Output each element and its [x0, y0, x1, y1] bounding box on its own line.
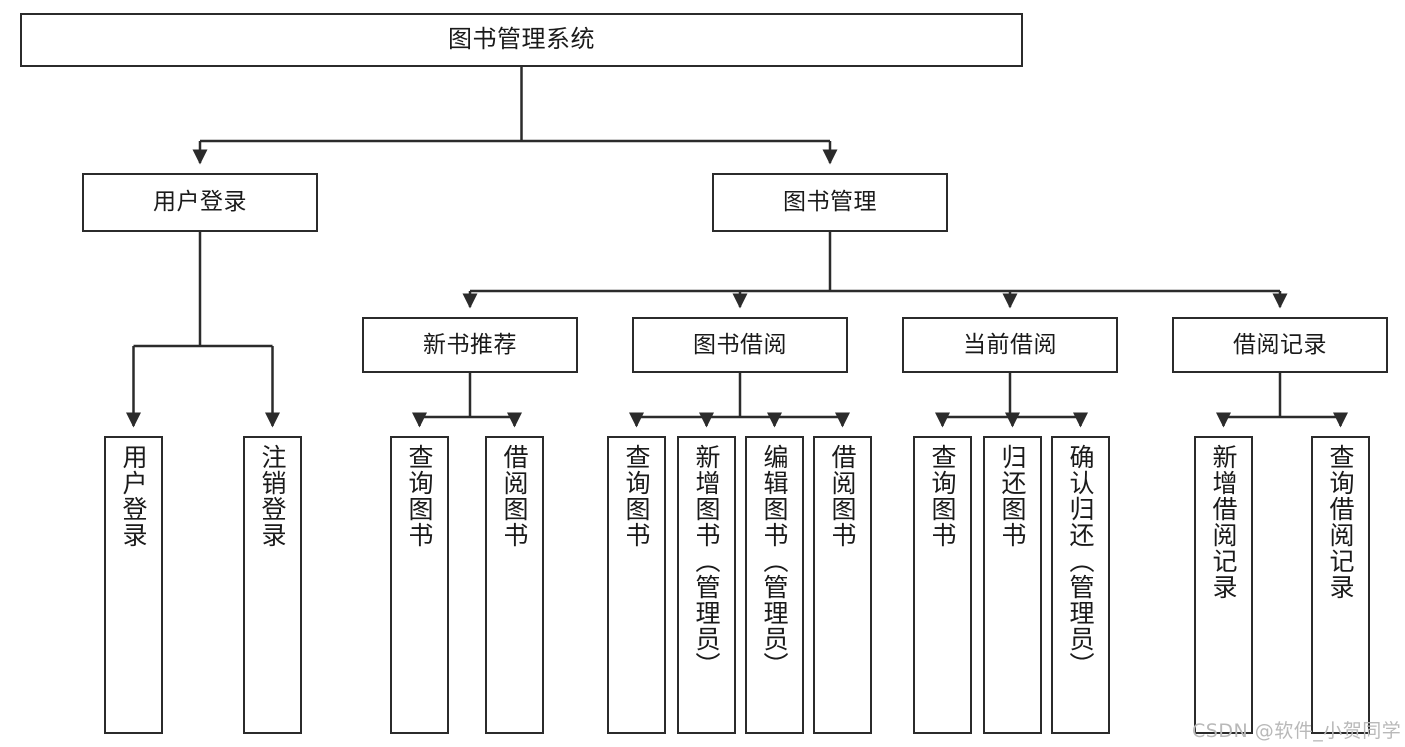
node-leaf-user-login[interactable]: 用户登录: [104, 436, 163, 734]
node-user-login[interactable]: 用户登录: [82, 173, 318, 232]
node-leaf-query-book-borrow[interactable]: 查询图书: [607, 436, 666, 734]
node-label: 借阅图书: [828, 444, 857, 548]
node-label: 新增借阅记录: [1209, 444, 1238, 600]
csdn-watermark: CSDN @软件_小贺同学: [1192, 720, 1402, 742]
node-label: 查询图书: [928, 444, 957, 548]
node-leaf-user-logout[interactable]: 注销登录: [243, 436, 302, 734]
node-current-borrow[interactable]: 当前借阅: [902, 317, 1118, 373]
node-root[interactable]: 图书管理系统: [20, 13, 1023, 67]
node-book-borrow[interactable]: 图书借阅: [632, 317, 848, 373]
node-leaf-edit-book[interactable]: 编辑图书（管理员）: [745, 436, 804, 734]
node-label: 确认归还（管理员）: [1066, 444, 1095, 678]
node-leaf-borrow-book-rec[interactable]: 借阅图书: [485, 436, 544, 734]
node-leaf-confirm-return[interactable]: 确认归还（管理员）: [1051, 436, 1110, 734]
node-label: 查询图书: [405, 444, 434, 548]
node-leaf-query-book-rec[interactable]: 查询图书: [390, 436, 449, 734]
node-leaf-return-book[interactable]: 归还图书: [983, 436, 1042, 734]
node-label: 用户登录: [119, 444, 148, 548]
node-label: 新书推荐: [423, 331, 517, 358]
node-leaf-add-book[interactable]: 新增图书（管理员）: [677, 436, 736, 734]
node-borrow-record[interactable]: 借阅记录: [1172, 317, 1388, 373]
node-label: 图书管理: [783, 189, 877, 216]
node-new-book-recommend[interactable]: 新书推荐: [362, 317, 578, 373]
node-label: 新增图书（管理员）: [692, 444, 721, 678]
node-leaf-add-borrow-record[interactable]: 新增借阅记录: [1194, 436, 1253, 734]
node-book-management[interactable]: 图书管理: [712, 173, 948, 232]
node-leaf-query-book-cur[interactable]: 查询图书: [913, 436, 972, 734]
node-label: 图书借阅: [693, 331, 787, 358]
node-leaf-query-borrow-record[interactable]: 查询借阅记录: [1311, 436, 1370, 734]
node-label: 归还图书: [998, 444, 1027, 548]
node-label: 查询借阅记录: [1326, 444, 1355, 600]
node-label: 图书管理系统: [448, 25, 595, 54]
node-leaf-borrow-book[interactable]: 借阅图书: [813, 436, 872, 734]
node-label: 查询图书: [622, 444, 651, 548]
node-label: 用户登录: [153, 189, 247, 216]
node-label: 注销登录: [258, 444, 287, 548]
node-label: 编辑图书（管理员）: [760, 444, 789, 678]
node-label: 借阅图书: [500, 444, 529, 548]
node-label: 当前借阅: [963, 331, 1057, 358]
node-label: 借阅记录: [1233, 331, 1327, 358]
